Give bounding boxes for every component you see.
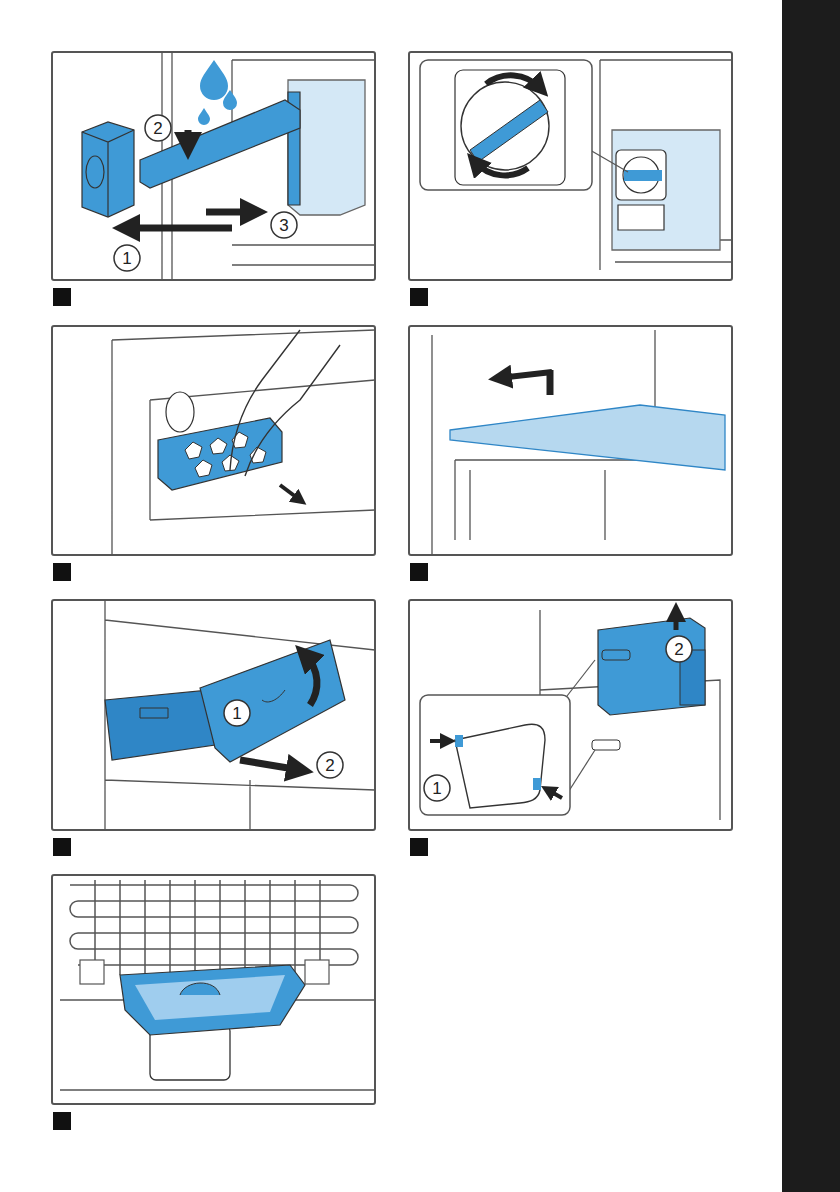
callout-number: 2 — [153, 120, 162, 137]
callout-number: 3 — [279, 217, 288, 234]
callout-number: 1 — [432, 780, 441, 797]
callout-number: 1 — [122, 250, 131, 267]
callout-number: 2 — [674, 641, 683, 658]
callout-number: 1 — [232, 705, 241, 722]
callout-number: 2 — [325, 757, 334, 774]
